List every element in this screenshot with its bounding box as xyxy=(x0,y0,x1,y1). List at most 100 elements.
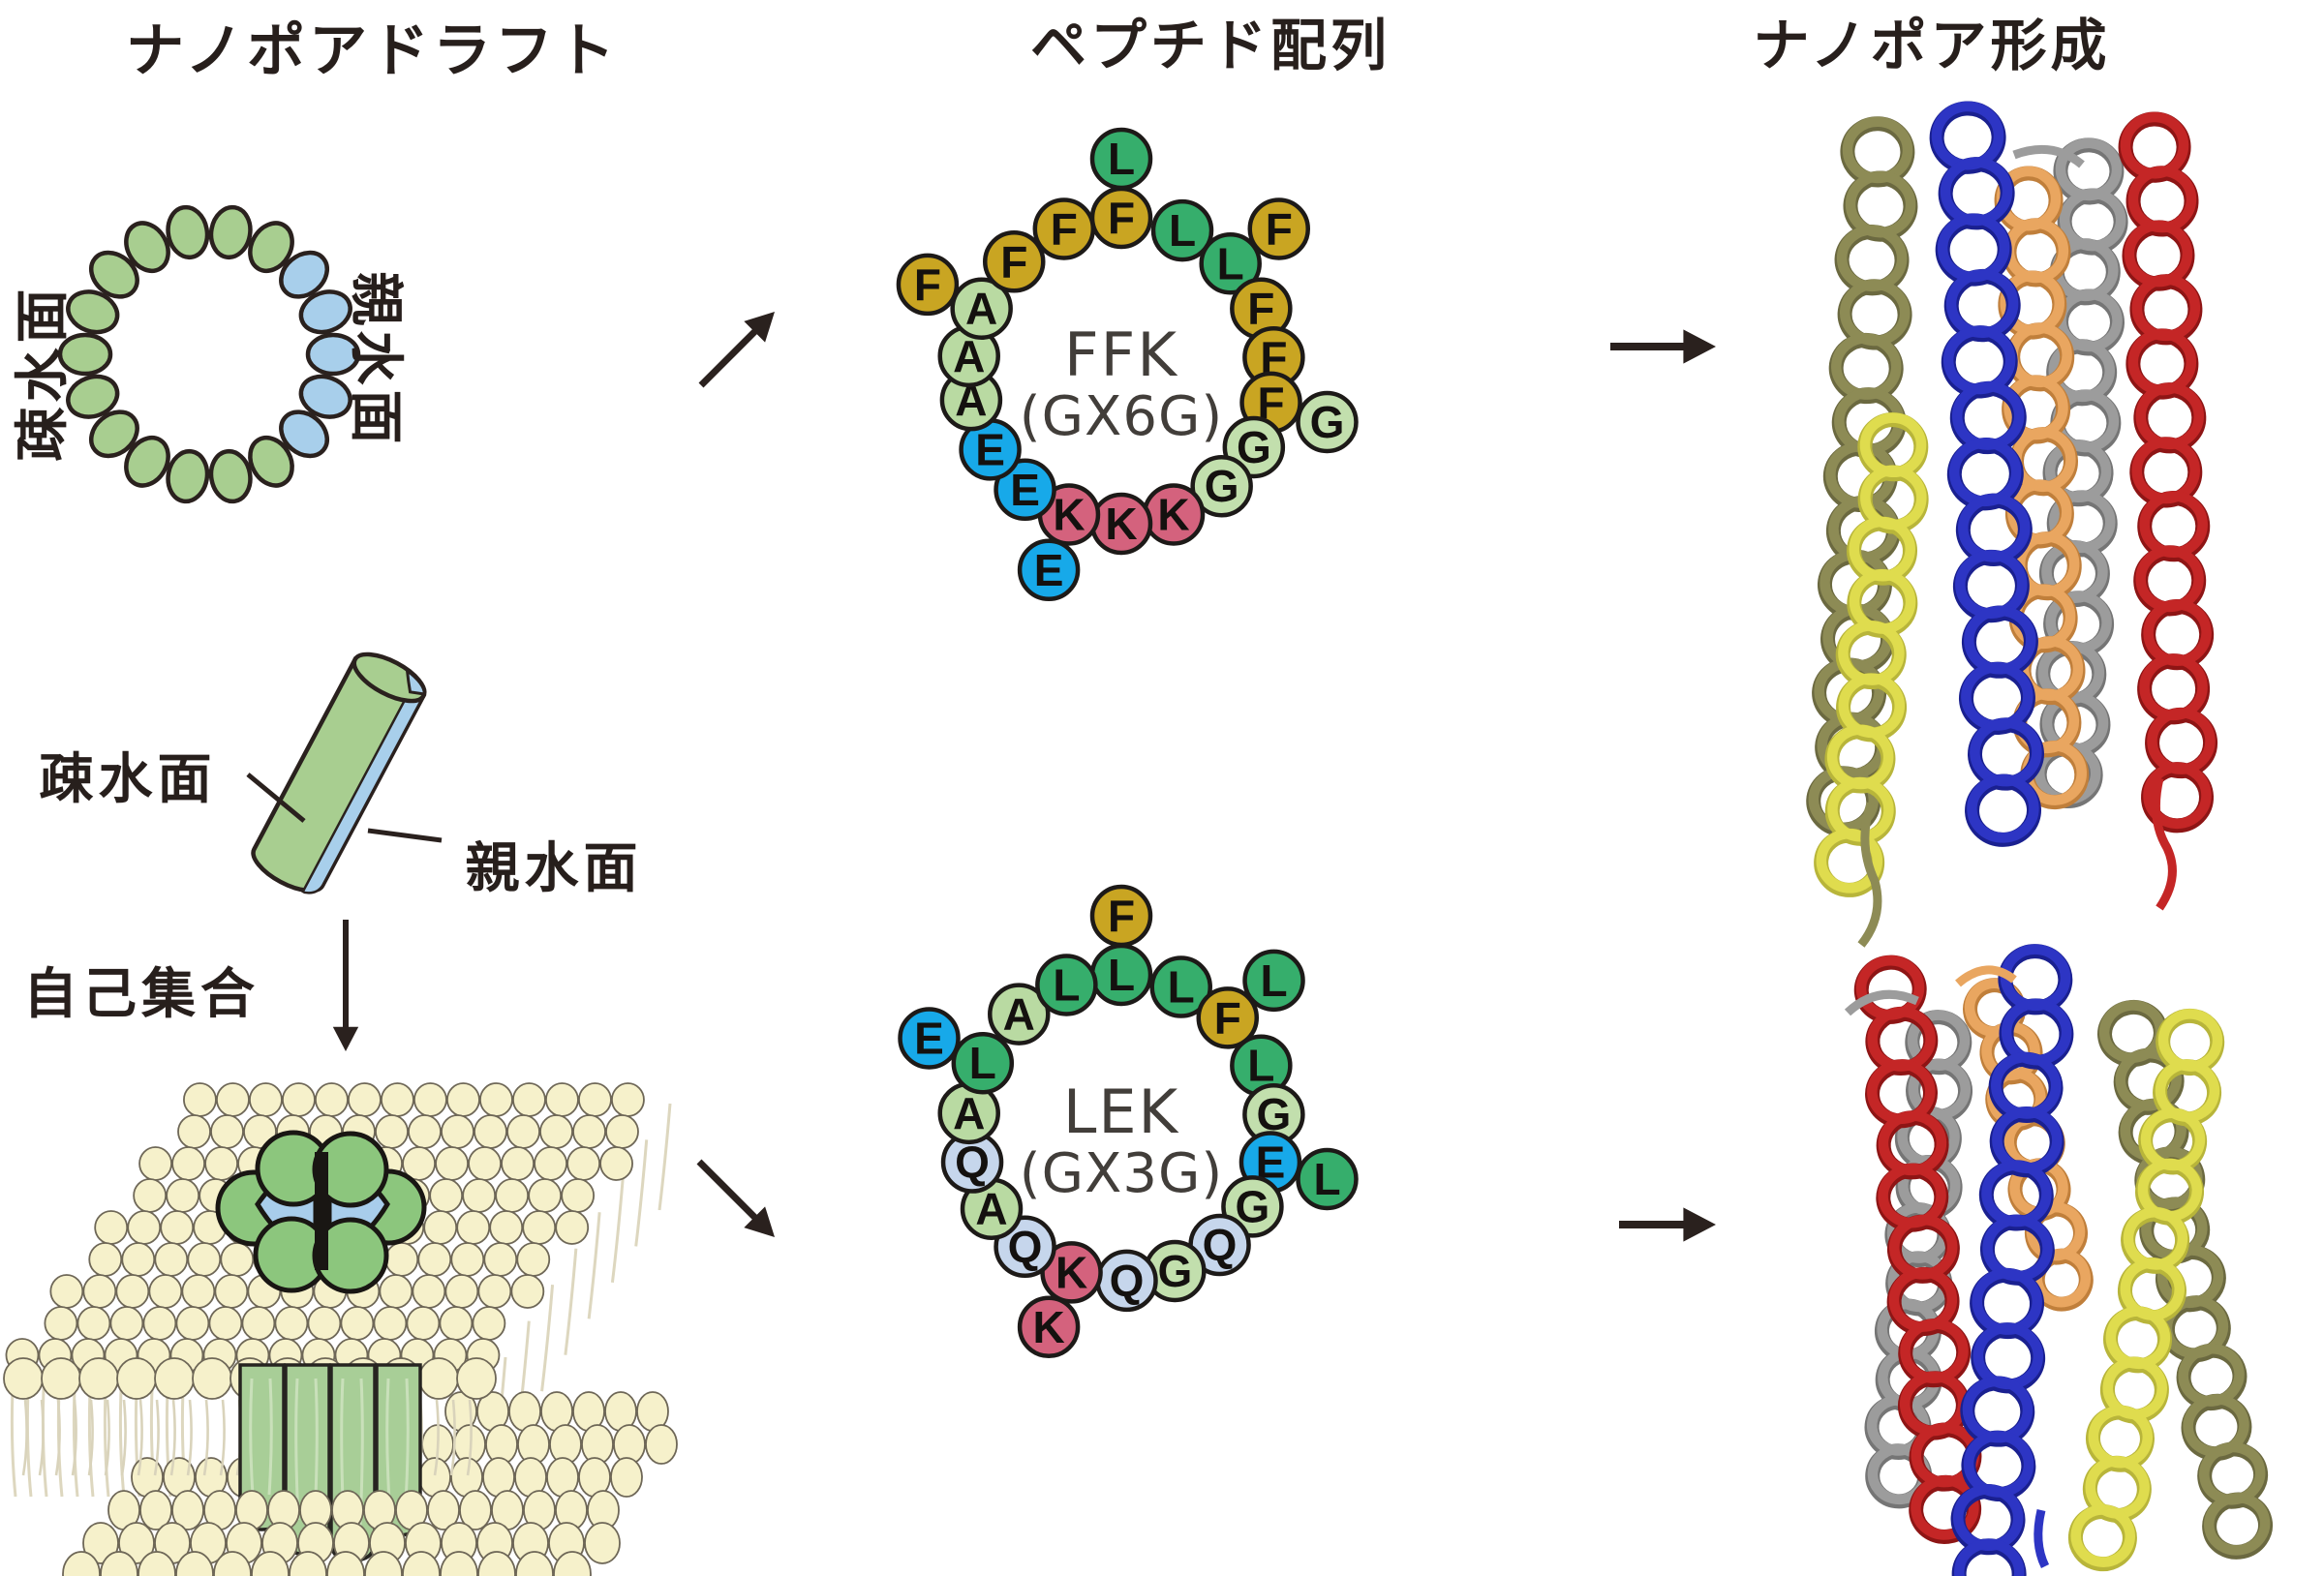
tail-olive xyxy=(1857,802,1882,948)
residue-circle xyxy=(896,253,960,317)
residue-k: K xyxy=(1017,1295,1081,1359)
residue-f: F xyxy=(1089,884,1153,948)
residue-circle xyxy=(983,230,1046,293)
residue-letter: F xyxy=(1108,193,1135,243)
residue-l: L xyxy=(1242,949,1305,1013)
lipid-head xyxy=(522,1210,557,1245)
loop-orange xyxy=(1955,965,2017,987)
residue-letter: G xyxy=(1157,1246,1192,1296)
lipid-head xyxy=(435,1146,469,1181)
title-nanopore-draft: ナノポアドラフト xyxy=(126,17,619,85)
lipid-head xyxy=(251,1551,290,1576)
residue-letter: F xyxy=(1051,204,1078,255)
wheel-ffk-title: FFK xyxy=(1064,319,1178,390)
hydrophobic-residue-oval xyxy=(166,448,210,504)
hydrophilic-residue-oval xyxy=(298,289,352,335)
arrowhead-icon xyxy=(744,312,775,343)
lipid-head xyxy=(175,1306,210,1341)
residue-letter: Q xyxy=(1110,1256,1145,1306)
lipid-head xyxy=(444,1274,479,1309)
cylinder-hydrophilic-stripe xyxy=(301,689,426,894)
lipid-head xyxy=(474,1114,507,1149)
hydrophobic-residue-oval xyxy=(57,332,113,377)
lipid-head xyxy=(381,1082,414,1117)
residue-circle xyxy=(898,1007,961,1070)
lipid-head xyxy=(611,1082,645,1117)
self-assembly-down-arrow xyxy=(332,920,359,1051)
hydrophobic-residue-oval xyxy=(208,204,253,260)
residue-circle xyxy=(1035,954,1098,1016)
residue-letter: A xyxy=(1003,989,1035,1040)
residue-f: F xyxy=(896,253,960,317)
residue-circle xyxy=(1247,197,1310,260)
lipid-head xyxy=(429,1178,464,1213)
cylinder-label-hydrophobic-face: 疎水面 xyxy=(39,748,217,811)
lipid-head xyxy=(49,1274,84,1309)
lipid-head xyxy=(289,1551,327,1576)
residue-circle xyxy=(1296,390,1359,454)
lipid-head xyxy=(384,1242,419,1277)
residue-letter: K xyxy=(1032,1302,1064,1352)
hydrophobic-residue-oval xyxy=(66,374,120,419)
arrow-ffk-to-structure xyxy=(1610,329,1716,364)
arrowhead-icon xyxy=(744,1206,775,1237)
residue-letter: K xyxy=(1053,489,1085,539)
lipid-head xyxy=(510,1274,545,1309)
lipid-head xyxy=(489,1210,524,1245)
residue-letter: K xyxy=(1055,1247,1087,1297)
self-assembly-label: 自己集合 xyxy=(23,963,260,1026)
residue-l: L xyxy=(1089,127,1153,191)
lipid-head xyxy=(645,1424,678,1465)
residue-letter: K xyxy=(1105,499,1137,549)
residue-letter: A xyxy=(953,1088,985,1138)
lipid-head xyxy=(440,1551,478,1576)
lipid-head xyxy=(82,1274,117,1309)
residue-letter: F xyxy=(1000,236,1027,287)
helix-cylinder xyxy=(251,652,427,894)
residue-circle xyxy=(1149,955,1212,1018)
arrow-ring-to-ffk xyxy=(698,312,775,388)
residue-q: Q xyxy=(940,1131,1004,1194)
lipid-head xyxy=(213,1551,252,1576)
lipid-head xyxy=(166,1178,200,1213)
residue-circle xyxy=(1089,884,1153,948)
lipid-head xyxy=(216,1082,250,1117)
pore-top-view xyxy=(215,1130,427,1294)
wheel-lek-title: LEK xyxy=(1062,1076,1180,1147)
lipid-head xyxy=(459,1490,492,1531)
lipid-head xyxy=(418,1357,459,1400)
residue-f: F xyxy=(1032,197,1096,260)
residue-circle xyxy=(950,277,1013,340)
lipid-head xyxy=(501,1146,535,1181)
lipid-head xyxy=(139,1490,172,1531)
lipid-head xyxy=(94,1210,129,1245)
lipid-head xyxy=(204,1146,238,1181)
lipid-head xyxy=(477,1551,516,1576)
ring-label-hydrophobic-face: 疎水面 xyxy=(12,284,75,462)
pore-center-bar xyxy=(315,1152,328,1270)
pointer-line-hydrophobic xyxy=(246,773,306,823)
lipid-head xyxy=(274,1306,309,1341)
residue-g: G xyxy=(1190,454,1253,518)
lipid-head xyxy=(483,1242,518,1277)
residue-circle xyxy=(1089,127,1153,191)
residue-l: L xyxy=(1149,955,1212,1018)
residue-letter: L xyxy=(1260,955,1287,1006)
lipid-head xyxy=(610,1457,643,1498)
lipid-head xyxy=(534,1146,567,1181)
residue-letter: K xyxy=(1157,489,1189,539)
lipid-head xyxy=(282,1082,316,1117)
lipid-head xyxy=(326,1551,365,1576)
lipid-head xyxy=(192,1357,232,1400)
arrowhead-icon xyxy=(332,1026,359,1051)
hydrophobic-residue-oval xyxy=(248,435,294,488)
lipid-head xyxy=(479,1082,513,1117)
residue-letter: L xyxy=(1108,134,1135,184)
residue-letter: Q xyxy=(955,1137,990,1188)
residue-e: E xyxy=(1017,538,1081,602)
residue-g: G xyxy=(1296,390,1359,454)
lipid-head xyxy=(462,1178,497,1213)
cylinder-top-wedge xyxy=(405,667,426,696)
lipid-head xyxy=(171,1146,205,1181)
lipid-head xyxy=(402,1551,441,1576)
